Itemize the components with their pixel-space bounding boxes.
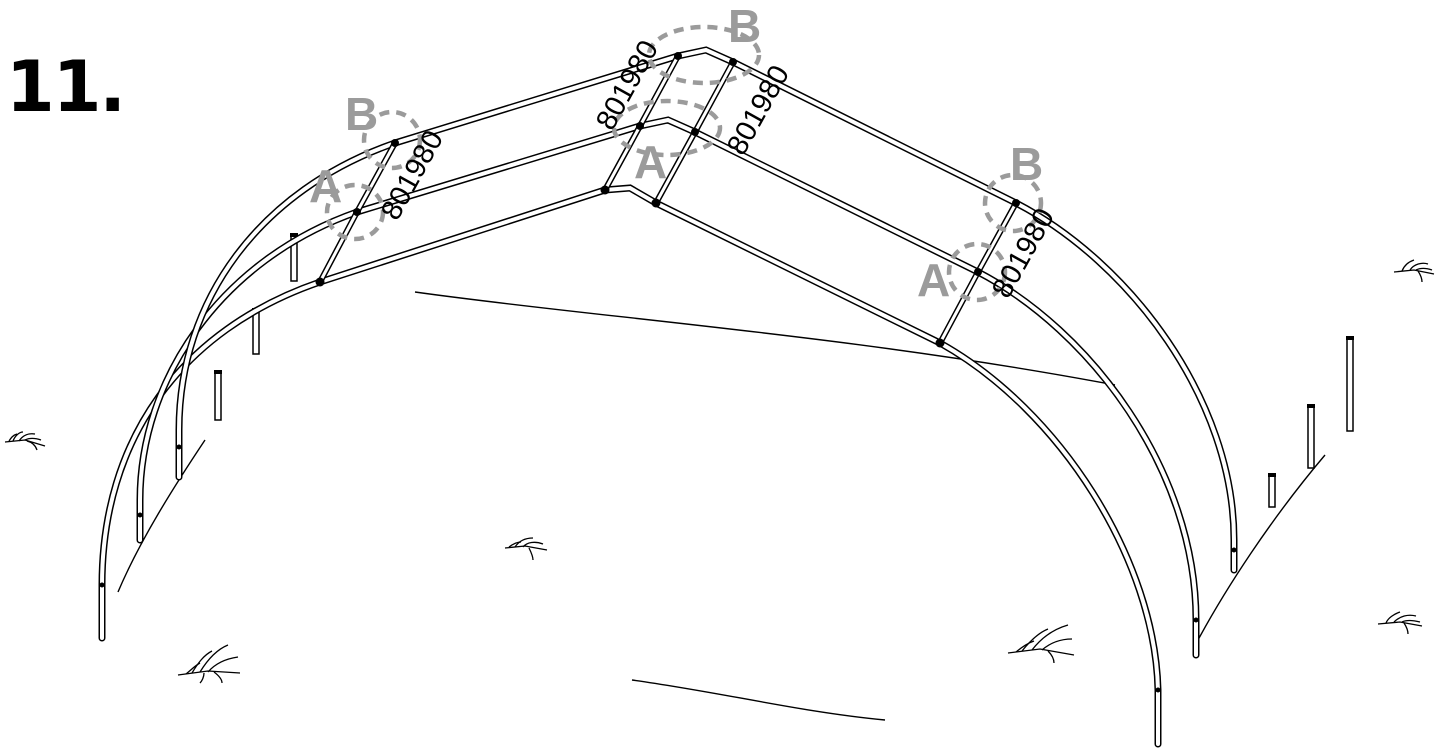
callout-a-left-circle (324, 182, 386, 242)
callout-circles (324, 24, 1044, 303)
ground-stake-icon (290, 233, 298, 282)
callout-a-right: A (917, 254, 950, 306)
step-number: 11. (6, 46, 126, 128)
ground-stake-icon (1307, 404, 1315, 469)
grass-tuft-icon (504, 537, 548, 561)
ground-stake-icon (1268, 473, 1276, 508)
callout-b-right: B (1010, 138, 1043, 190)
ground-stake-icon (214, 370, 222, 421)
ground-stakes (214, 233, 1354, 508)
grass-tuft-icon (1007, 624, 1075, 664)
grass-tuft-icon (177, 644, 241, 684)
hoops (98, 46, 1238, 748)
callout-a-center-circle (611, 98, 723, 158)
callout-letters: B A B A B A (309, 0, 1043, 306)
callout-a-right-circle (946, 241, 1008, 303)
middle-hoop (136, 116, 1200, 659)
back-hoop (175, 46, 1238, 574)
callout-b-center: B (728, 0, 761, 52)
grass-tuft-icon (1377, 611, 1423, 635)
callout-b-center-circle (646, 24, 762, 86)
callout-a-center: A (634, 136, 667, 188)
grass-tuft-icon (4, 431, 46, 451)
joints (99, 52, 1237, 693)
ground-lines (117, 291, 1326, 721)
callout-b-right-circle (982, 172, 1044, 234)
grass-tufts (4, 259, 1435, 684)
callout-a-left: A (309, 160, 342, 212)
ground-stake-icon (1346, 336, 1354, 432)
grass-tuft-icon (1393, 259, 1435, 283)
callout-b-left-circle (361, 109, 423, 171)
callout-b-left: B (345, 88, 378, 140)
